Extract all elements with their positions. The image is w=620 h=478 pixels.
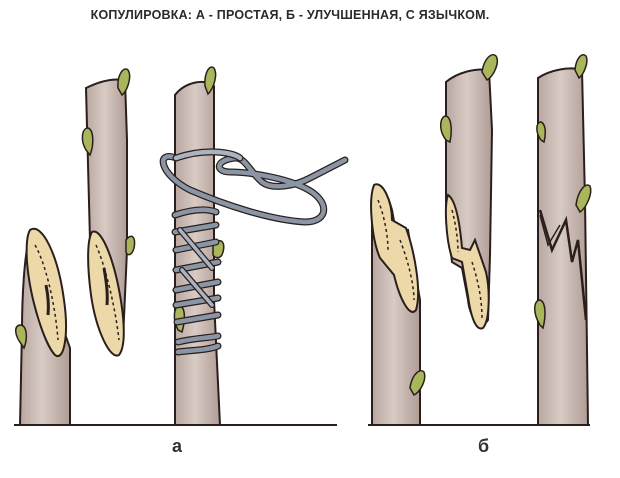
wrapped-graft-a xyxy=(159,66,349,426)
rootstock-b xyxy=(370,183,426,426)
rootstock-a xyxy=(15,227,71,426)
tongue-joint xyxy=(538,209,588,321)
cut-surface xyxy=(370,183,420,313)
bud xyxy=(574,54,588,80)
bud xyxy=(125,235,136,256)
joined-graft-b xyxy=(534,54,592,426)
bud xyxy=(536,121,546,144)
bud xyxy=(534,299,546,330)
diagram-title: КОПУЛИРОВКА: А - ПРОСТАЯ, Б - УЛУЧШЕННАЯ… xyxy=(90,8,490,22)
bud xyxy=(481,54,499,82)
bud xyxy=(81,127,94,157)
caption-b: б xyxy=(478,436,490,456)
bud xyxy=(204,66,217,96)
scion-a xyxy=(81,68,136,357)
scion-b xyxy=(440,54,499,330)
bud xyxy=(15,324,28,350)
bud xyxy=(117,68,131,97)
bud xyxy=(409,370,426,396)
bud xyxy=(575,184,592,214)
bud xyxy=(440,115,452,144)
binding-tape xyxy=(159,148,349,356)
caption-a: а xyxy=(172,436,183,456)
